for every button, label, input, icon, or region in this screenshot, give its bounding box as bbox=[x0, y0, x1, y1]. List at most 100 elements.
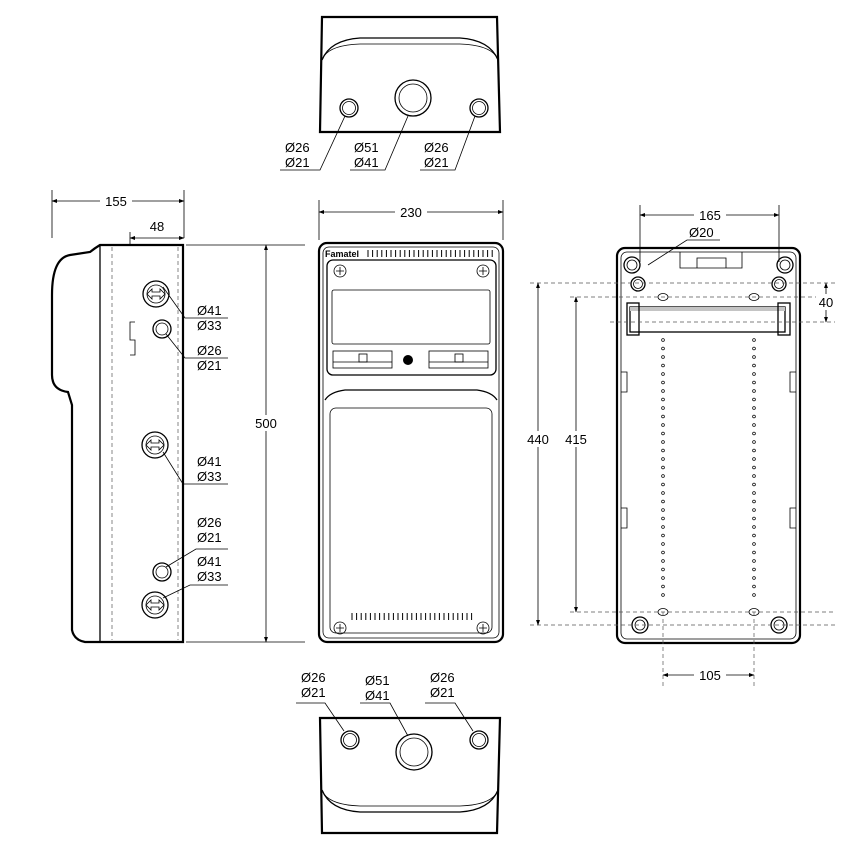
rail-slot-hole bbox=[752, 465, 756, 470]
rail-slot-hole bbox=[661, 559, 665, 563]
rail-slot-hole bbox=[661, 389, 665, 393]
rail-slot-hole bbox=[752, 363, 756, 368]
rail-slot-hole bbox=[752, 491, 756, 495]
rail-slot-hole bbox=[752, 448, 756, 453]
side-knockout-4 bbox=[152, 562, 172, 582]
back-rail-slots bbox=[661, 338, 756, 597]
bottom-center-knockout bbox=[395, 733, 433, 771]
rail-slot-hole bbox=[661, 550, 665, 555]
rail-slot-hole bbox=[752, 550, 756, 555]
rail-slot-hole bbox=[752, 516, 756, 521]
rail-slot-hole bbox=[752, 593, 756, 597]
rail-slot-hole bbox=[752, 338, 756, 342]
front-latch-left bbox=[332, 350, 393, 369]
bottom-right-knockout bbox=[469, 730, 489, 750]
side-hole-4-outer: Ø26 bbox=[197, 515, 222, 530]
rail-slot-hole bbox=[661, 584, 665, 589]
rail-slot-hole bbox=[752, 440, 756, 444]
rail-slot-hole bbox=[661, 397, 665, 402]
rail-slot-hole bbox=[752, 559, 756, 563]
rail-slot-hole bbox=[661, 567, 665, 572]
back-body-outline bbox=[615, 246, 802, 645]
bottom-left-knockout bbox=[340, 730, 360, 750]
top-view-lid-curve bbox=[321, 37, 499, 61]
rail-slot-hole bbox=[752, 389, 756, 393]
bottom-left-hole-inner: Ø21 bbox=[301, 685, 326, 700]
rail-slot-hole bbox=[752, 423, 756, 427]
rail-slot-hole bbox=[661, 542, 665, 546]
back-view: 165 Ø20 bbox=[522, 205, 838, 688]
rail-slot-hole bbox=[661, 338, 665, 342]
top-center-knockout bbox=[394, 79, 432, 117]
rail-slot-hole bbox=[661, 372, 665, 376]
bottom-left-hole-outer: Ø26 bbox=[301, 670, 326, 685]
rail-slot-hole bbox=[752, 372, 756, 376]
side-hole-2-outer: Ø26 bbox=[197, 343, 222, 358]
rail-slot-hole bbox=[661, 516, 665, 521]
rail-slot-hole bbox=[661, 499, 665, 504]
rail-slot-hole bbox=[661, 431, 665, 436]
front-latch-right bbox=[428, 350, 489, 369]
side-hole-1-outer: Ø41 bbox=[197, 303, 222, 318]
bottom-right-hole-outer: Ø26 bbox=[430, 670, 455, 685]
side-knockout-5 bbox=[141, 591, 169, 619]
back-rail-height-dim: 415 bbox=[565, 432, 587, 447]
rail-slot-hole bbox=[661, 423, 665, 427]
top-left-hole-outer: Ø26 bbox=[285, 140, 310, 155]
rail-slot-hole bbox=[752, 576, 756, 580]
din-clip bbox=[129, 321, 136, 356]
rail-slot-hole bbox=[661, 533, 665, 538]
rail-slot-hole bbox=[752, 431, 756, 436]
rail-slot-hole bbox=[661, 414, 665, 419]
front-window-panel bbox=[331, 289, 491, 345]
rail-slot-hole bbox=[661, 448, 665, 453]
rail-slot-hole bbox=[752, 414, 756, 419]
top-left-hole-inner: Ø21 bbox=[285, 155, 310, 170]
front-body-outline bbox=[317, 241, 505, 644]
bottom-center-hole-outer: Ø51 bbox=[365, 673, 390, 688]
top-view-outline bbox=[318, 15, 502, 134]
rail-slot-hole bbox=[752, 482, 756, 487]
rail-slot-hole bbox=[752, 380, 756, 385]
rail-slot-hole bbox=[752, 346, 756, 351]
rail-slot-hole bbox=[661, 457, 665, 461]
front-lower-cover bbox=[329, 407, 493, 634]
rail-slot-hole bbox=[752, 474, 756, 478]
rail-slot-hole bbox=[661, 440, 665, 444]
rail-slot-hole bbox=[752, 525, 756, 529]
top-right-knockout bbox=[469, 98, 489, 118]
rail-slot-hole bbox=[752, 355, 756, 359]
side-hole-3-outer: Ø41 bbox=[197, 454, 222, 469]
front-window bbox=[326, 259, 497, 376]
side-knockout-1 bbox=[142, 280, 170, 308]
rail-slot-hole bbox=[661, 355, 665, 359]
brand-label: Famatel bbox=[325, 249, 359, 259]
back-mount-hole-mr bbox=[771, 276, 787, 292]
front-lock-dot bbox=[403, 355, 413, 365]
side-knockout-2 bbox=[152, 319, 172, 339]
side-hole-4-inner: Ø21 bbox=[197, 530, 222, 545]
bottom-center-hole-inner: Ø41 bbox=[365, 688, 390, 703]
side-hole-5-outer: Ø41 bbox=[197, 554, 222, 569]
rail-slot-hole bbox=[661, 491, 665, 495]
top-view: Ø26 Ø21 Ø51 Ø41 Ø26 Ø21 bbox=[280, 15, 502, 171]
rail-slot-hole bbox=[661, 363, 665, 368]
back-mount-hole-dim: Ø20 bbox=[689, 225, 714, 240]
side-hole-1-inner: Ø33 bbox=[197, 318, 222, 333]
bottom-view: Ø26 Ø21 Ø51 Ø41 Ø26 Ø21 bbox=[296, 670, 502, 835]
bottom-view-lid-curve bbox=[321, 789, 499, 813]
side-hole-3-inner: Ø33 bbox=[197, 469, 222, 484]
rail-slot-hole bbox=[752, 499, 756, 504]
side-hole-5-inner: Ø33 bbox=[197, 569, 222, 584]
front-vent-bottom bbox=[351, 613, 473, 620]
rail-slot-hole bbox=[661, 508, 665, 512]
rail-slot-hole bbox=[752, 406, 756, 410]
rail-slot-hole bbox=[661, 380, 665, 385]
side-rail-offset-dim: 48 bbox=[150, 219, 164, 234]
rail-slot-hole bbox=[661, 482, 665, 487]
front-width-dim: 230 bbox=[400, 205, 422, 220]
back-mount-hole-tl bbox=[623, 256, 641, 274]
bottom-view-outline bbox=[318, 716, 502, 835]
top-right-hole-outer: Ø26 bbox=[424, 140, 449, 155]
